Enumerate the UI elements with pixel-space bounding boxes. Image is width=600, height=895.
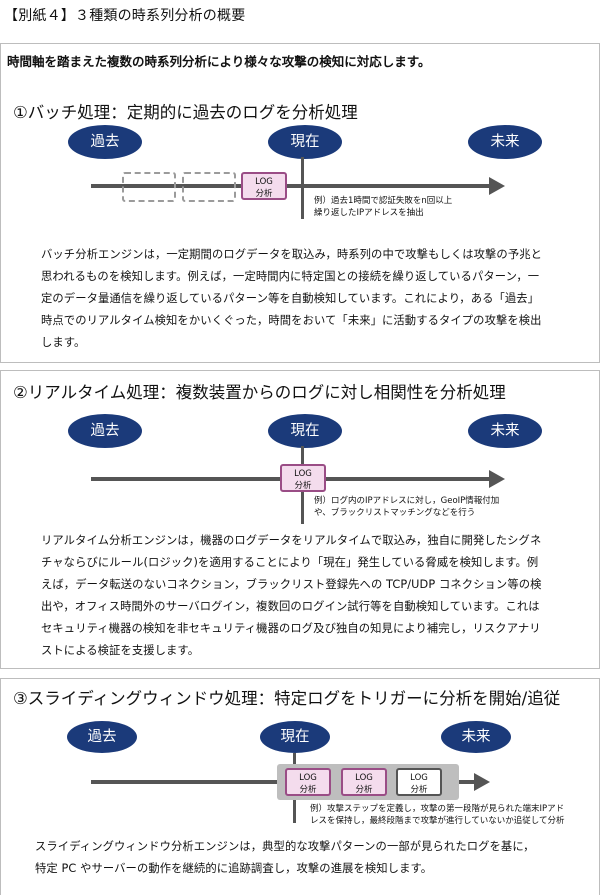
example-note: 例）攻撃ステップを定義し，攻撃の第一段階が見られた端末IPアド レスを保持し，最… <box>310 803 565 827</box>
present-label: 現在 <box>260 721 330 753</box>
section-sliding-window: ③スライディングウィンドウ処理：特定ログをトリガーに分析を開始/追従 過去 現在… <box>0 678 600 895</box>
log-analysis-box: LOG 分析 <box>280 464 326 492</box>
body-line: 定のデータ量通信を繰り返しているパターン等を自動検知しています。これにより，ある… <box>41 292 540 305</box>
log-analysis-box: LOG 分析 <box>396 768 442 796</box>
section-body: リアルタイム分析エンジンは，機器のログデータをリアルタイムで取込み，独自に開発し… <box>41 530 542 662</box>
future-label: 未来 <box>468 414 542 448</box>
note-line: や、ブラックリストマッチングなどを行う <box>314 508 476 518</box>
section-title: ②リアルタイム処理：複数装置からのログに対し相関性を分析処理 <box>13 383 506 402</box>
note-line: 例）攻撃ステップを定義し，攻撃の第一段階が見られた端末IPアド <box>310 804 565 814</box>
body-line: チャならびにルール(ロジック)を適用することにより「現在」発生している脅威を検知… <box>41 556 539 569</box>
log-box-line2: 分析 <box>294 481 312 491</box>
log-box-line1: LOG <box>410 773 428 783</box>
body-line: します。 <box>41 336 86 349</box>
example-note: 例）過去1時間で認証失敗をn回以上 繰り返したIPアドレスを抽出 <box>314 195 452 219</box>
section-body: スライディングウィンドウ分析エンジンは，典型的な攻撃パターンの一部が見られたログ… <box>35 836 535 880</box>
timeline-arrowhead <box>474 773 490 791</box>
present-label: 現在 <box>268 125 342 159</box>
log-analysis-box: LOG 分析 <box>341 768 387 796</box>
note-line: 例）過去1時間で認証失敗をn回以上 <box>314 196 453 206</box>
section-body: バッチ分析エンジンは，一定期間のログデータを取込み，時系列の中で攻撃もしくは攻撃… <box>41 244 542 354</box>
body-line: 特定 PC やサーバーの動作を継続的に追跡調査し，攻撃の進展を検知します。 <box>35 862 433 875</box>
future-label: 未来 <box>468 125 542 159</box>
body-line: えば，データ転送のないコネクション，ブラックリスト登録先への TCP/UDP コ… <box>41 578 542 591</box>
future-label: 未来 <box>441 721 511 753</box>
section-title: ①バッチ処理：定期的に過去のログを分析処理 <box>13 103 358 122</box>
log-analysis-box: LOG 分析 <box>285 768 331 796</box>
body-line: 出や，オフィス時間外のサーバログイン，複数回のログイン試行等を自動検知しています… <box>41 600 540 613</box>
log-analysis-box: LOG 分析 <box>241 172 287 200</box>
log-box-line2: 分析 <box>255 189 273 199</box>
body-line: スライディングウィンドウ分析エンジンは，典型的な攻撃パターンの一部が見られたログ… <box>35 840 535 853</box>
document-title: 【別紙４】３種類の時系列分析の概要 <box>4 8 246 24</box>
past-label: 過去 <box>67 721 137 753</box>
past-label: 過去 <box>68 125 142 159</box>
timeline-axis <box>91 184 491 188</box>
log-box-line2: 分析 <box>410 785 428 795</box>
body-line: ストによる検証を支援します。 <box>41 644 200 657</box>
timeline-arrowhead <box>489 470 505 488</box>
log-box-line1: LOG <box>299 773 317 783</box>
log-box-line1: LOG <box>255 177 273 187</box>
past-label: 過去 <box>68 414 142 448</box>
past-log-window <box>122 172 176 202</box>
note-line: 例）ログ内のIPアドレスに対し，GeoIP情報付加 <box>314 496 500 506</box>
section-title: ③スライディングウィンドウ処理：特定ログをトリガーに分析を開始/追従 <box>13 689 561 708</box>
log-box-line1: LOG <box>294 469 312 479</box>
past-log-window <box>182 172 236 202</box>
body-line: バッチ分析エンジンは，一定期間のログデータを取込み，時系列の中で攻撃もしくは攻撃… <box>41 248 543 261</box>
body-line: 時点でのリアルタイム検知をかいくぐった，時間をおいて「未来」に活動するタイプの攻… <box>41 314 542 327</box>
log-box-line2: 分析 <box>355 785 373 795</box>
note-line: レスを保持し，最終段階まで攻撃が進行していないか追従して分析 <box>310 816 565 826</box>
present-label: 現在 <box>268 414 342 448</box>
example-note: 例）ログ内のIPアドレスに対し，GeoIP情報付加 や、ブラックリストマッチング… <box>314 495 499 519</box>
timeline-arrowhead <box>489 177 505 195</box>
present-marker-line <box>301 157 304 219</box>
body-line: 思われるものを検知します。例えば，一定時間内に特定国との接続を繰り返しているパタ… <box>41 270 540 283</box>
section-realtime: ②リアルタイム処理：複数装置からのログに対し相関性を分析処理 過去 現在 未来 … <box>0 370 600 669</box>
section-batch: 時間軸を踏まえた複数の時系列分析により様々な攻撃の検知に対応します。 ①バッチ処… <box>0 43 600 363</box>
intro-text: 時間軸を踏まえた複数の時系列分析により様々な攻撃の検知に対応します。 <box>7 54 431 69</box>
log-box-line2: 分析 <box>299 785 317 795</box>
note-line: 繰り返したIPアドレスを抽出 <box>314 208 424 218</box>
body-line: リアルタイム分析エンジンは，機器のログデータをリアルタイムで取込み，独自に開発し… <box>41 534 542 547</box>
body-line: セキュリティ機器の検知を非セキュリティ機器のログ及び独自の知見により補完し，リス… <box>41 622 541 635</box>
log-box-line1: LOG <box>355 773 373 783</box>
